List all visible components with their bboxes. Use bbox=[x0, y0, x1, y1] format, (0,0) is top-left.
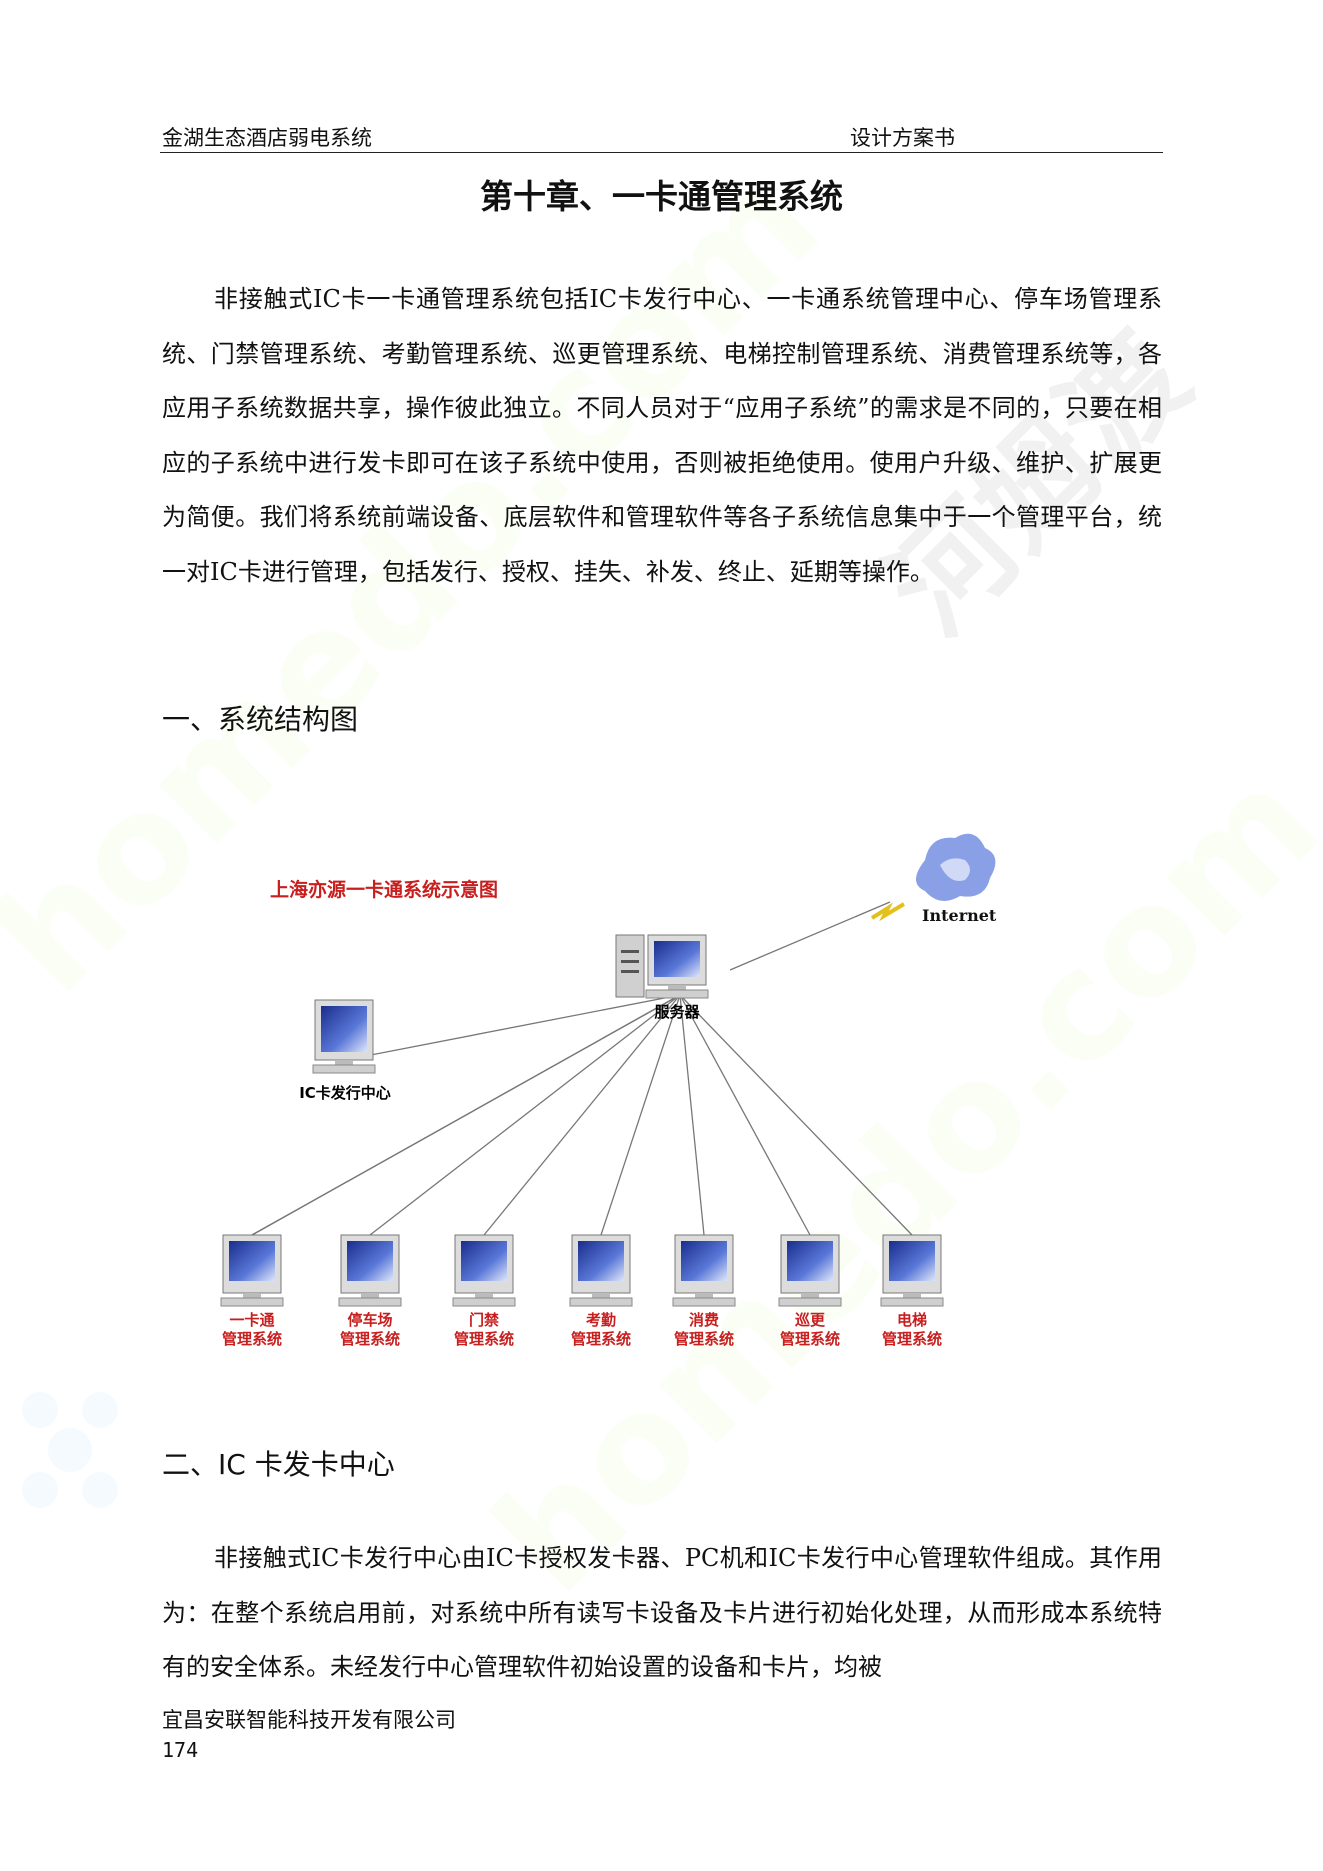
system-diagram: 上海亦源一卡通系统示意图 Internet 服务器 bbox=[220, 820, 1120, 1380]
terminal-label-line2: 管理系统 bbox=[882, 1330, 942, 1348]
chapter-title: 第十章、一卡通管理系统 bbox=[480, 177, 843, 216]
link-line bbox=[369, 994, 681, 1236]
footer-company: 宜昌安联智能科技开发有限公司 bbox=[162, 1708, 456, 1732]
terminal-label-line2: 管理系统 bbox=[222, 1330, 282, 1348]
link-line bbox=[344, 994, 681, 1061]
terminal-label-line2: 管理系统 bbox=[454, 1330, 514, 1348]
intro-paragraph: 非接触式IC卡一卡通管理系统包括IC卡发行中心、一卡通系统管理中心、停车场管理系… bbox=[162, 285, 1162, 586]
server-label: 服务器 bbox=[654, 1003, 700, 1021]
terminal-label-line2: 管理系统 bbox=[571, 1330, 631, 1348]
server-computer-icon bbox=[615, 934, 709, 999]
link-line bbox=[679, 994, 811, 1236]
lightning-icon bbox=[870, 902, 906, 922]
internet-cloud-icon bbox=[916, 833, 996, 901]
terminal-label-line1: 考勤 bbox=[586, 1311, 616, 1329]
terminal-computer: 门禁管理系统 bbox=[452, 1234, 516, 1348]
issue-center-paragraph: 非接触式IC卡发行中心由IC卡授权发卡器、PC机和IC卡发行中心管理软件组成。其… bbox=[162, 1544, 1162, 1681]
terminal-computer: 巡更管理系统 bbox=[778, 1234, 842, 1348]
terminal-label-line1: 一卡通 bbox=[229, 1311, 274, 1329]
terminal-label-line1: 巡更 bbox=[795, 1311, 826, 1329]
terminal-label-line2: 管理系统 bbox=[340, 1330, 400, 1348]
terminal-label-line2: 管理系统 bbox=[674, 1330, 734, 1348]
page-number: 174 bbox=[162, 1738, 199, 1762]
terminal-label-line1: 门禁 bbox=[469, 1311, 499, 1329]
page-header: 金湖生态酒店弱电系统 设计方案书 bbox=[160, 122, 1163, 153]
internet-label: Internet bbox=[922, 906, 997, 925]
terminal-label-line1: 电梯 bbox=[897, 1311, 927, 1329]
header-right: 设计方案书 bbox=[850, 126, 955, 150]
terminal-label-line1: 消费 bbox=[689, 1311, 719, 1329]
terminal-computer: 考勤管理系统 bbox=[569, 1234, 633, 1348]
diagram-svg: 上海亦源一卡通系统示意图 Internet 服务器 bbox=[220, 833, 997, 1348]
link-line bbox=[483, 994, 681, 1236]
header-left: 金湖生态酒店弱电系统 bbox=[162, 126, 372, 150]
section-heading-structure: 一、系统结构图 bbox=[162, 703, 359, 736]
terminal-computer: 一卡通管理系统 bbox=[220, 1234, 284, 1348]
issue-center-label: IC卡发行中心 bbox=[299, 1084, 391, 1102]
link-line bbox=[679, 994, 913, 1236]
link-line bbox=[600, 994, 681, 1236]
diagram-title: 上海亦源一卡通系统示意图 bbox=[270, 878, 498, 901]
terminal-computer: 停车场管理系统 bbox=[338, 1234, 402, 1348]
terminal-computer: 消费管理系统 bbox=[672, 1234, 736, 1348]
connection-lines bbox=[251, 901, 913, 1236]
issue-center-computer-icon bbox=[312, 999, 376, 1074]
terminal-group: 一卡通管理系统停车场管理系统门禁管理系统考勤管理系统消费管理系统巡更管理系统电梯… bbox=[220, 1234, 944, 1348]
section-heading-issue-center: 二、IC 卡发卡中心 bbox=[162, 1448, 395, 1481]
link-line bbox=[729, 901, 891, 971]
terminal-label-line1: 停车场 bbox=[347, 1311, 392, 1329]
link-line bbox=[679, 994, 705, 1236]
terminal-label-line2: 管理系统 bbox=[780, 1330, 840, 1348]
flower-logo-icon bbox=[22, 1392, 118, 1508]
link-line bbox=[251, 994, 681, 1236]
